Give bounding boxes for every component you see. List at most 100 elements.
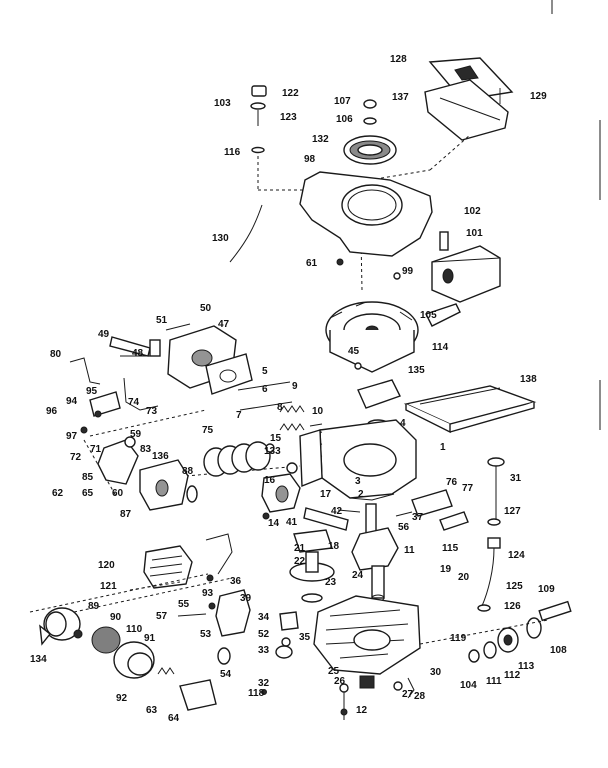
callout-label-22: 22 [294, 556, 306, 567]
callout-label-87: 87 [120, 509, 132, 520]
callout-label-33: 33 [258, 645, 270, 656]
cylinder-head [167, 325, 253, 395]
callout-label-65: 65 [82, 488, 94, 499]
callout-label-129: 129 [530, 91, 547, 102]
callout-label-5: 5 [262, 366, 268, 377]
engine-block [299, 419, 417, 501]
callout-label-36: 36 [230, 576, 242, 587]
callout-label-8: 8 [277, 402, 283, 413]
callout-label-52: 52 [258, 629, 270, 640]
callout-label-64: 64 [168, 713, 180, 724]
callout-label-7: 7 [236, 410, 242, 421]
callout-label-6: 6 [262, 384, 268, 395]
callout-label-51: 51 [156, 315, 168, 326]
callout-label-104: 104 [460, 680, 477, 691]
callout-label-24: 24 [352, 570, 364, 581]
callout-label-32: 32 [258, 678, 270, 689]
callout-label-95: 95 [86, 386, 98, 397]
callout-label-109: 109 [538, 584, 555, 595]
bolt-stack [250, 85, 310, 191]
callout-label-71: 71 [90, 444, 102, 455]
carburetor [97, 436, 198, 511]
callout-label-120: 120 [98, 560, 115, 571]
callout-label-97: 97 [66, 431, 78, 442]
callout-label-14: 14 [268, 518, 280, 529]
callout-label-113: 113 [518, 661, 535, 672]
callout-label-93: 93 [202, 588, 214, 599]
callout-label-10: 10 [312, 406, 324, 417]
callout-label-122: 122 [282, 88, 299, 99]
callout-label-49: 49 [98, 329, 110, 340]
callout-label-3: 3 [355, 476, 361, 487]
callout-label-60: 60 [112, 488, 124, 499]
callout-label-121: 121 [100, 581, 117, 592]
callout-label-92: 92 [116, 693, 128, 704]
callout-label-76: 76 [446, 477, 458, 488]
callout-label-4: 4 [400, 418, 406, 429]
oil-sump [313, 595, 421, 691]
callout-label-83: 83 [140, 444, 152, 455]
callout-label-132: 132 [312, 134, 329, 145]
callout-label-47: 47 [218, 319, 230, 330]
callout-label-111: 111 [486, 676, 502, 687]
callout-label-35: 35 [299, 632, 311, 643]
callout-label-116: 116 [224, 147, 241, 158]
callout-label-61: 61 [306, 258, 318, 269]
callout-label-118: 118 [248, 688, 265, 699]
callout-label-25: 25 [328, 666, 340, 677]
callout-label-110: 110 [126, 624, 143, 635]
callout-label-28: 28 [414, 691, 426, 702]
starter-parts [39, 607, 217, 711]
callout-label-17: 17 [320, 489, 332, 500]
callout-label-21: 21 [294, 543, 306, 554]
callout-label-85: 85 [82, 472, 94, 483]
callout-label-101: 101 [466, 228, 483, 239]
callout-label-55: 55 [178, 599, 190, 610]
callout-label-112: 112 [504, 670, 521, 681]
callout-label-77: 77 [462, 483, 474, 494]
callout-label-39: 39 [240, 593, 252, 604]
callout-label-90: 90 [110, 612, 122, 623]
muffler [425, 231, 501, 327]
callout-label-127: 127 [504, 506, 521, 517]
callout-label-72: 72 [70, 452, 82, 463]
callout-label-63: 63 [146, 705, 158, 716]
callout-label-54: 54 [220, 669, 232, 680]
callout-label-41: 41 [286, 517, 298, 528]
callout-label-2: 2 [358, 489, 364, 500]
callout-label-42: 42 [331, 506, 343, 517]
callout-label-59: 59 [130, 429, 142, 440]
callout-label-107: 107 [334, 96, 351, 107]
callout-label-135: 135 [408, 365, 425, 376]
callout-label-75: 75 [202, 425, 214, 436]
callout-label-126: 126 [504, 601, 521, 612]
callout-label-114: 114 [432, 342, 449, 353]
callout-label-108: 108 [550, 645, 567, 656]
callout-label-105: 105 [420, 310, 437, 321]
callout-label-125: 125 [506, 581, 523, 592]
callout-label-37: 37 [412, 512, 424, 523]
parts-artwork [29, 0, 601, 720]
callout-label-34: 34 [258, 612, 270, 623]
callout-label-119: 119 [450, 633, 467, 644]
flywheel [325, 301, 419, 373]
callout-label-11: 11 [404, 545, 415, 556]
callout-label-53: 53 [200, 629, 212, 640]
callout-label-130: 130 [212, 233, 229, 244]
gasket-set [403, 385, 537, 434]
callout-label-115: 115 [442, 543, 459, 554]
callout-label-91: 91 [144, 633, 156, 644]
callout-label-19: 19 [440, 564, 452, 575]
callout-label-128: 128 [390, 54, 407, 65]
callout-label-137: 137 [392, 92, 409, 103]
callout-label-20: 20 [458, 572, 470, 583]
callout-label-1: 1 [440, 442, 446, 453]
air-filter [343, 135, 397, 165]
callout-label-16: 16 [264, 475, 276, 486]
callout-label-45: 45 [348, 346, 360, 357]
callout-label-30: 30 [430, 667, 442, 678]
valve-train [203, 381, 305, 477]
crankshaft [351, 503, 399, 602]
